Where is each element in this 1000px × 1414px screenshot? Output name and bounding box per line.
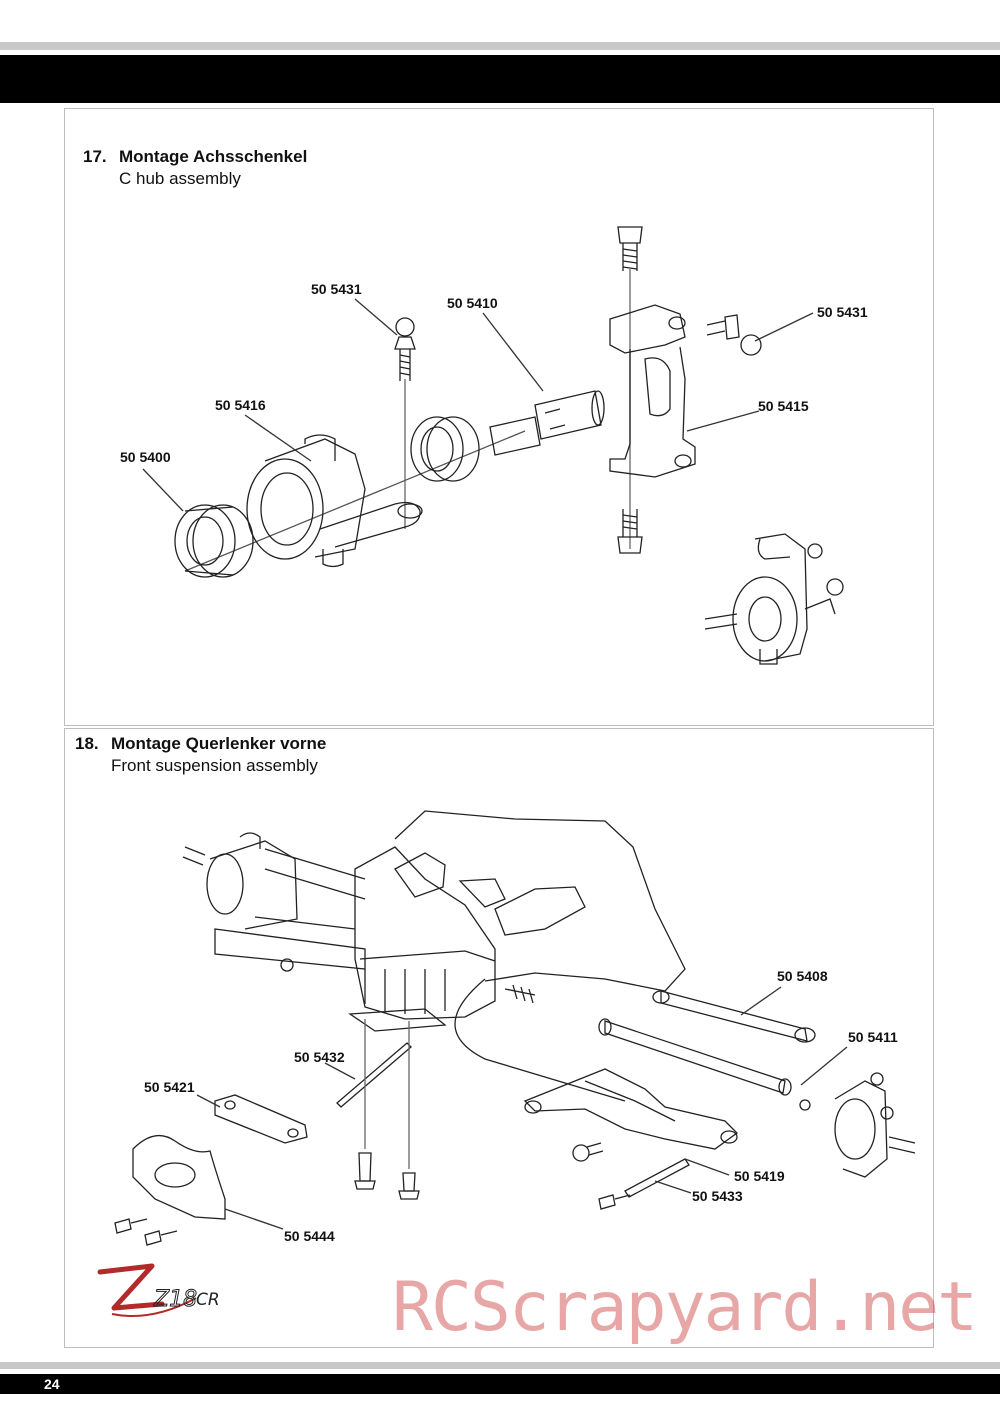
part-label-50-5416: 50 5416 — [215, 397, 266, 413]
part-label-50-5421: 50 5421 — [144, 1079, 195, 1095]
logo-suffix: CR — [196, 1290, 220, 1310]
top-black-bar — [0, 55, 1000, 103]
part-label-50-5419: 50 5419 — [734, 1168, 785, 1184]
screw-top — [617, 226, 643, 271]
steering-rod-50-5411 — [504, 984, 811, 1111]
hinge-pin-50-5433 — [624, 1158, 690, 1198]
shock-link-50-5408 — [652, 990, 816, 1043]
axle-50-5410 — [489, 390, 605, 456]
top-gray-rule — [0, 42, 1000, 50]
logo-mark: Z18 — [153, 1287, 197, 1312]
ball-stud-lower — [572, 1142, 604, 1162]
assembled-hub-inset — [704, 533, 844, 665]
right-hub-assembly — [834, 1072, 916, 1178]
bearing-middle — [410, 416, 480, 482]
front-bulkhead — [348, 846, 586, 1032]
bottom-black-bar — [0, 1374, 1000, 1394]
part-label-50-5432: 50 5432 — [294, 1049, 345, 1065]
step-17-number: 17. — [83, 147, 107, 166]
screw-arm — [598, 1194, 631, 1210]
step-18-panel: 18. Montage Querlenker vorne Front suspen… — [64, 728, 934, 1348]
step-18-subtitle: Front suspension assembly — [111, 756, 318, 775]
hinge-pin-50-5432 — [336, 1042, 412, 1108]
part-label-50-5410: 50 5410 — [447, 295, 498, 311]
c-hub-exploded-diagram: 50 5431 50 5410 50 5431 50 5416 50 5415 … — [120, 226, 868, 665]
part-label-50-5415: 50 5415 — [758, 398, 809, 414]
part-label-50-5400: 50 5400 — [120, 449, 171, 465]
step-17-panel: 17. Montage Achsschenkel C hub assembly — [64, 108, 934, 726]
ball-stud-50-5431 — [394, 317, 416, 381]
step-18-number: 18. — [75, 734, 99, 753]
part-label-50-5444: 50 5444 — [284, 1228, 335, 1244]
step-17-title: 17. Montage Achsschenkel — [83, 147, 307, 167]
steering-knuckle-50-5415 — [609, 304, 696, 478]
step-17-subtitle: C hub assembly — [119, 169, 241, 188]
ball-stud-right-50-5431 — [706, 314, 762, 356]
vertical-screws — [354, 1019, 420, 1200]
bumper-screws — [114, 1218, 178, 1246]
part-label-50-5408: 50 5408 — [777, 968, 828, 984]
hinge-block-50-5421 — [214, 1094, 308, 1144]
chassis-plate — [394, 810, 686, 1102]
lower-arm-50-5419 — [523, 1068, 738, 1150]
bottom-gray-rule — [0, 1362, 1000, 1369]
c-hub-50-5416 — [246, 434, 423, 568]
part-label-50-5411: 50 5411 — [848, 1029, 898, 1045]
bearing-50-5400 — [174, 504, 254, 578]
step-18-title: 18. Montage Querlenker vorne — [75, 734, 326, 754]
z18-logo: Z18 — [97, 1263, 198, 1317]
part-label-50-5431-top: 50 5431 — [311, 281, 362, 297]
step-17-title-text: Montage Achsschenkel — [119, 147, 308, 166]
front-suspension-exploded-diagram: 50 5408 50 5411 50 5432 50 5421 50 5419 … — [114, 810, 916, 1246]
watermark: RCScrapyard.net — [392, 1268, 978, 1347]
bumper-plate-50-5444 — [132, 1134, 226, 1220]
part-label-50-5433: 50 5433 — [692, 1188, 743, 1204]
screw-bottom — [617, 509, 643, 554]
part-label-50-5431-right: 50 5431 — [817, 304, 868, 320]
step-18-title-text: Montage Querlenker vorne — [111, 734, 327, 753]
left-hub-assembly — [182, 832, 366, 972]
page-number: 24 — [44, 1376, 60, 1392]
